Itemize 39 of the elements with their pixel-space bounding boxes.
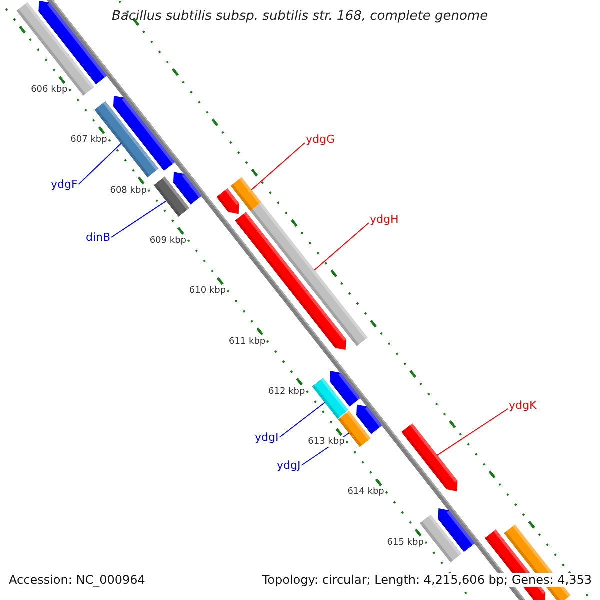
gene-label: ydgF: [51, 178, 78, 191]
gene-bar: [250, 202, 368, 346]
gene-block: [330, 371, 361, 407]
gene-label: ydgH: [370, 213, 399, 226]
gene-bar: [312, 378, 349, 419]
scale-label: 609 kbp: [150, 236, 186, 246]
leader-line: [279, 402, 326, 438]
gene-block: [356, 404, 382, 434]
gene-block: [38, 0, 108, 85]
leader-line: [314, 222, 370, 271]
scale-label: 612 kbp: [268, 386, 306, 397]
gene-block: [216, 188, 240, 214]
scale-label: 608 kbp: [110, 186, 147, 196]
gene-block: [402, 424, 458, 492]
gene-block: [114, 96, 176, 171]
gene-label: dinB: [86, 231, 111, 244]
scale-label: 607 kbp: [70, 135, 108, 146]
leader-line: [111, 200, 167, 238]
gene-label: ydgJ: [277, 459, 301, 472]
scale-label: 606 kbp: [31, 85, 68, 96]
leader-line: [437, 408, 508, 456]
gene-bar: [16, 2, 94, 96]
leader-line: [251, 142, 306, 190]
genome-info-text: Topology: circular; Length: 4,215,606 bp; Genes: 4,353: [262, 573, 592, 587]
gene-label: ydgI: [255, 431, 279, 444]
gene-block: [438, 508, 476, 552]
title: Bacillus subtilis subsp. subtilis str. 168, complete genome: [112, 9, 488, 24]
scale-label: 615 kbp: [387, 538, 424, 548]
gene-bar: [154, 176, 190, 217]
scale-label: 613 kbp: [308, 437, 345, 448]
gene-label: ydgG: [306, 133, 335, 146]
accession-text: Accession: NC_000964: [9, 573, 146, 587]
scale-label: 611 kbp: [228, 336, 266, 346]
gene-bar: [230, 177, 262, 212]
leader-line: [78, 143, 122, 185]
gene-block: [173, 172, 202, 205]
gene-label: ydgK: [509, 399, 537, 412]
scale-label: 610 kbp: [189, 286, 226, 296]
scale-label: 614 kbp: [348, 487, 384, 498]
